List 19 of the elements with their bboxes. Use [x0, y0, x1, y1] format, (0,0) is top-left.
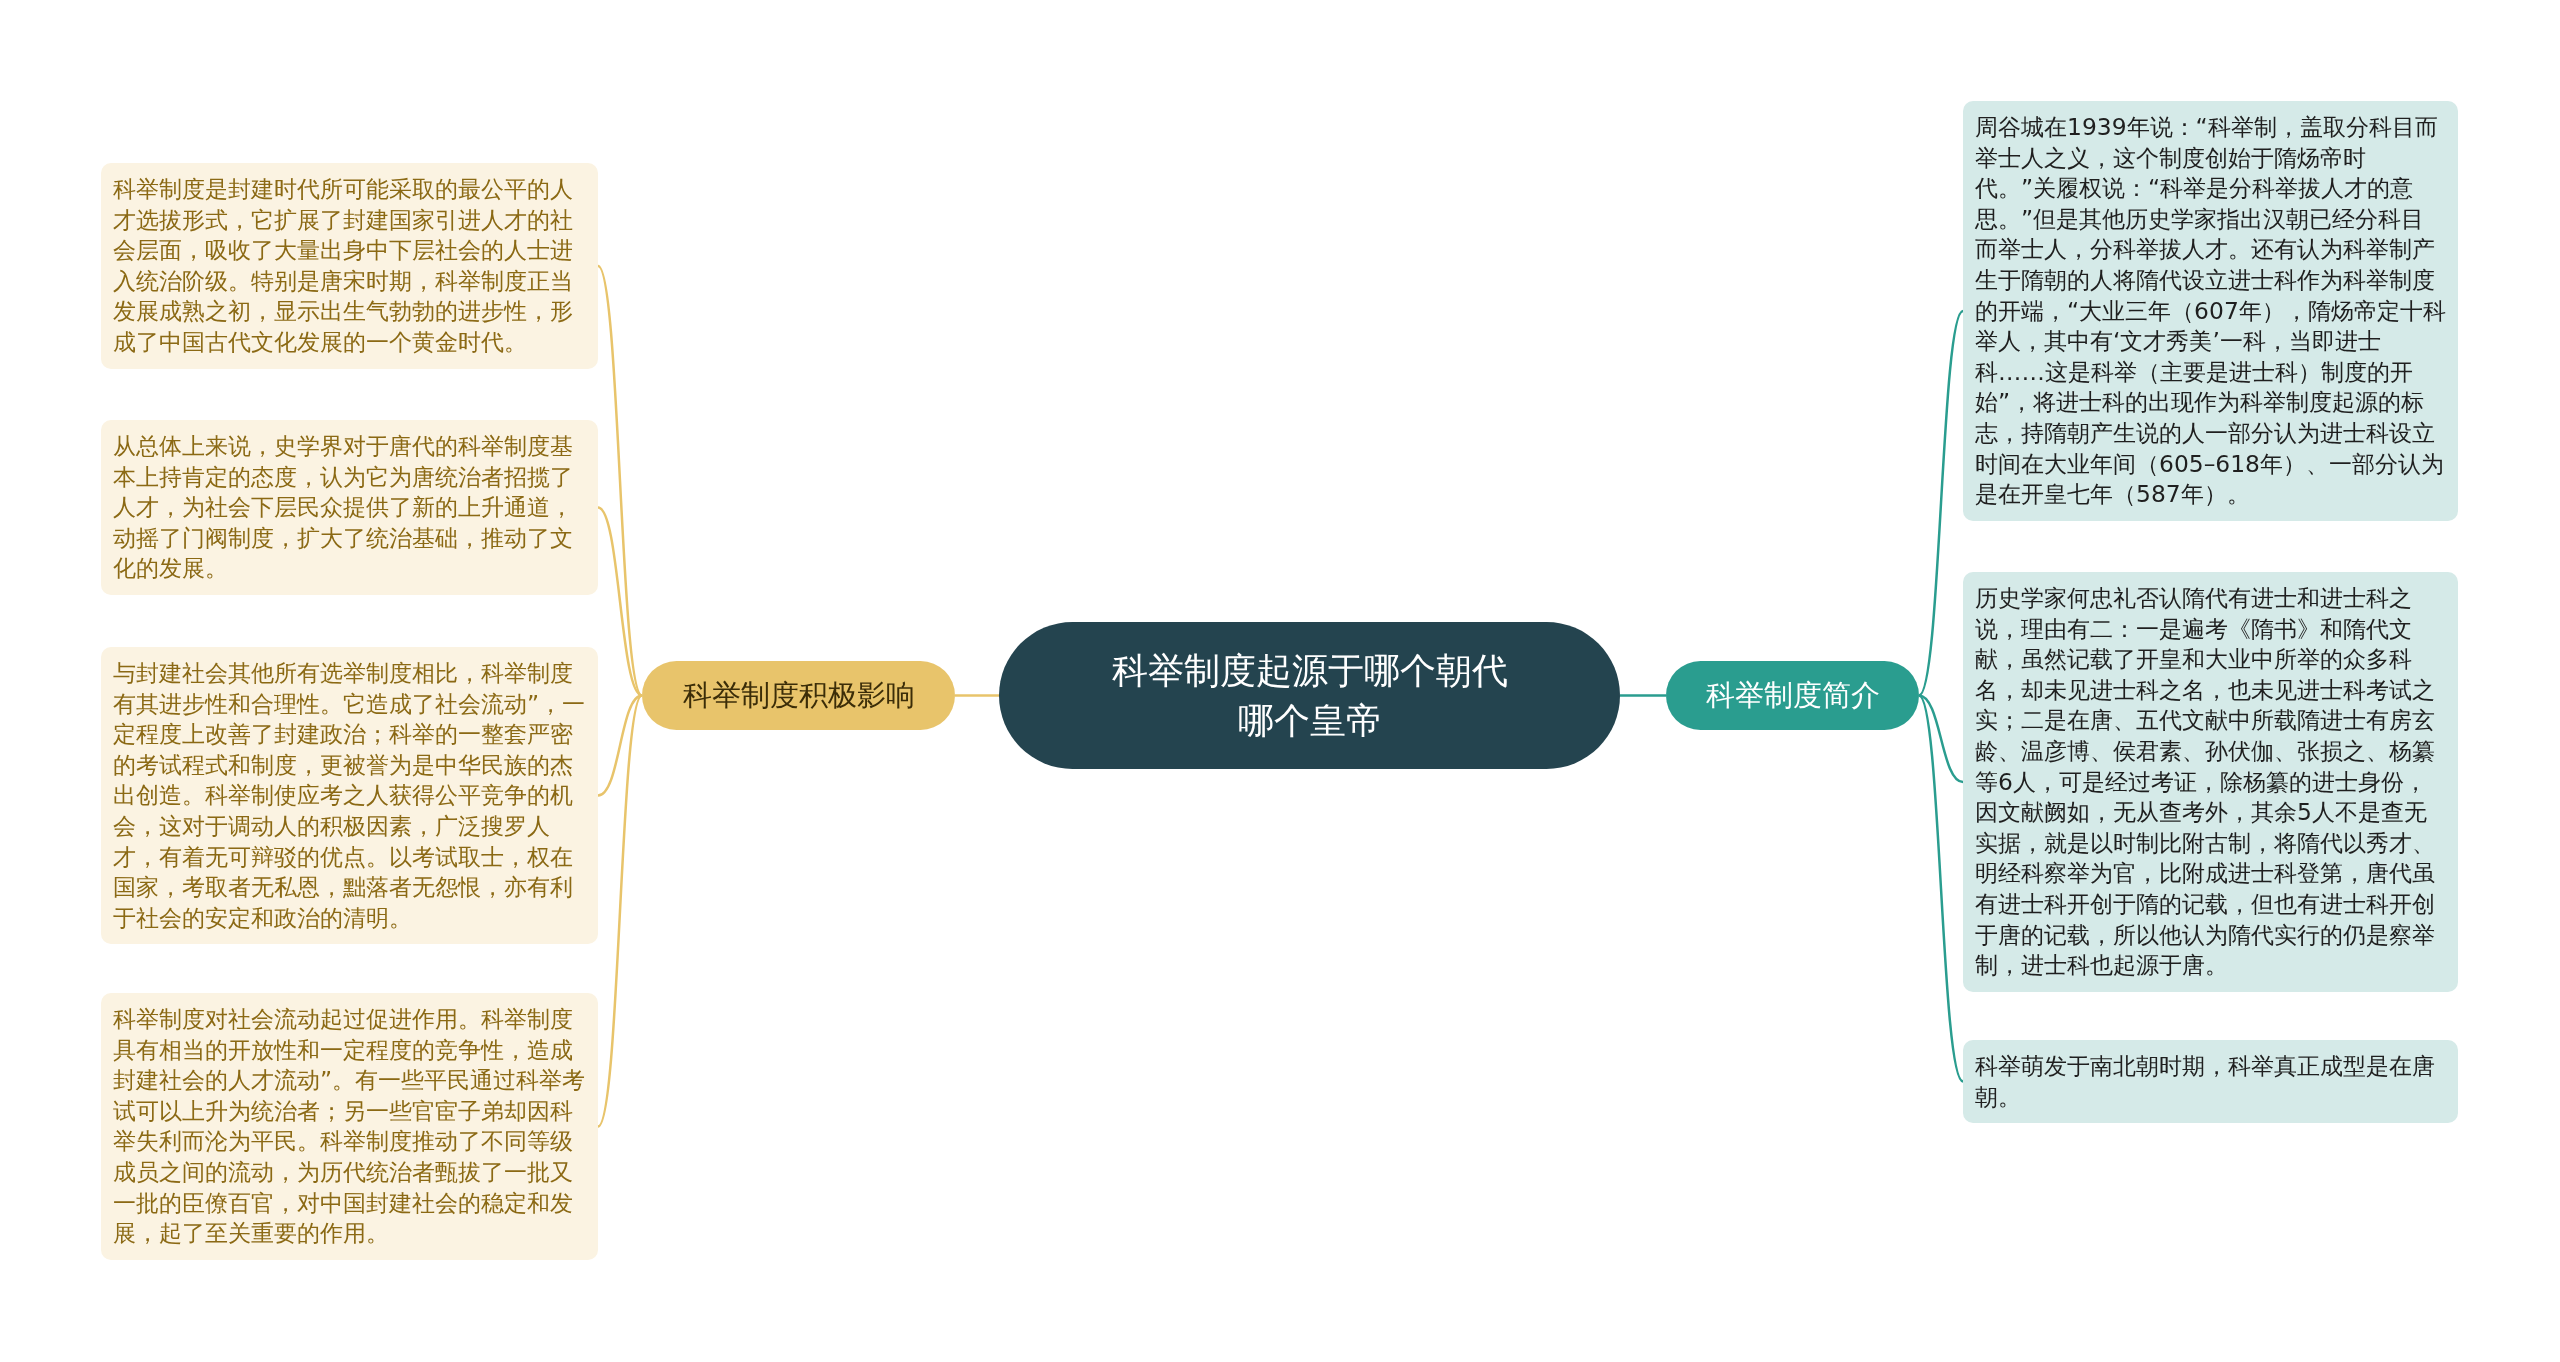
connector-line: [1918, 694, 1964, 784]
text-card: 从总体上来说，史学界对于唐代的科举制度基本上持肯定的态度，认为它为唐统治者招揽了人才，为社会下层民众提供了新的上升通道，动摇了门阀制度，扩大了统治基础，推动了文化的发展。: [101, 420, 598, 595]
connector-line: [596, 265, 644, 697]
connector-line: [1620, 694, 1666, 697]
connector-line: [1917, 694, 1965, 1083]
branch-topic: 科举制度积极影响: [642, 661, 955, 730]
connector-line: [1917, 310, 1965, 697]
text-card: 科举制度对社会流动起过促进作用。科举制度具有相当的开放性和一定程度的竞争性，造成封建社会的人才流动”。有一些平民通过科举考试可以上升为统治者；另一些官宦子弟却因科举失利而沦为平民。科举制度推动了不同等级成员之间的流动，为历代统治者甄拔了一批又一批的臣僚百官，对中国封建社会的稳定和发展，起了至关重要的作用。: [101, 993, 598, 1260]
text-card: 与封建社会其他所有选举制度相比，科举制度有其进步性和合理性。它造成了社会流动”，一定程度上改善了封建政治；科举的一整套严密的考试程式和制度，更被誉为是中华民族的杰出创造。科举制使应考之人获得公平竞争的机会，这对于调动人的积极因素，广泛搜罗人才，有着无可辩驳的优点。以考试取士，权在国家，考取者无私恩，黜落者无怨恨，亦有利于社会的安定和政治的清明。: [101, 647, 598, 945]
connector-line: [955, 694, 999, 697]
text-card: 科举制度是封建时代所可能采取的最公平的人才选拔形式，它扩展了封建国家引进人才的社会层面，吸收了大量出身中下层社会的人士进入统治阶级。特别是唐宋时期，科举制度正当发展成熟之初，显示出生气勃勃的进步性，形成了中国古代文化发展的一个黄金时代。: [101, 163, 598, 369]
connector-line: [597, 694, 643, 797]
connector-line: [596, 694, 644, 1128]
text-card: 历史学家何忠礼否认隋代有进士和进士科之说，理由有二：一是遍考《隋书》和隋代文献，虽然记载了开皇和大业中所举的众多科名，却未见进士科之名，也未见进士科考试之实；二是在唐、五代文献中所载隋进士有房玄龄、温彦博、侯君素、孙伏伽、张损之、杨纂等6人，可是经过考证，除杨纂的进士身份，因文献阙如，无从查考外，其余5人不是查无实据，就是以时制比附古制，将隋代以秀才、明经科察举为官，比附成进士科登第，唐代虽有进士科开创于隋的记载，但也有进士科开创于唐的记载，所以他认为隋代实行的仍是察举制，进士科也起源于唐。: [1963, 572, 2458, 992]
central-topic: 科举制度起源于哪个朝代哪个皇帝: [999, 622, 1620, 769]
text-card: 科举萌发于南北朝时期，科举真正成型是在唐朝。: [1963, 1040, 2458, 1124]
text-card: 周谷城在1939年说：“科举制，盖取分科目而举士人之义，这个制度创始于隋炀帝时代。”关履权说：“科举是分科举拔人才的意思。”但是其他历史学家指出汉朝已经分科目而举士人，分科举拔人才。还有认为科举制产生于隋朝的人将隋代设立进士科作为科举制度的开端，“大业三年（607年），隋炀帝定十科举人，其中有‘文才秀美’一科，当即进士科……这是科举（主要是进士科）制度的开始”，将进士科的出现作为科举制度起源的标志，持隋朝产生说的人一部分认为进士科设立时间在大业年间（605–618年）、一部分认为是在开皇七年（587年）。: [1963, 101, 2458, 521]
connector-line: [597, 506, 643, 697]
branch-topic: 科举制度简介: [1666, 661, 1919, 730]
